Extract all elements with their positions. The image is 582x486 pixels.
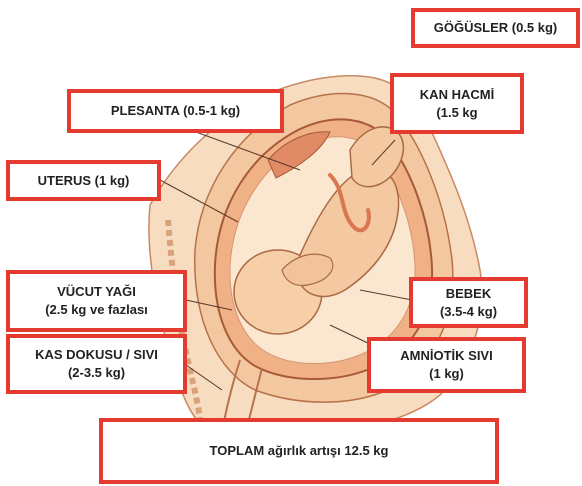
label-uterus-text: UTERUS (1 kg)	[38, 172, 130, 190]
label-amniotic-fluid: AMNİOTİK SIVI (1 kg)	[367, 337, 526, 393]
label-baby-title: BEBEK	[446, 285, 492, 303]
label-body-fat-title: VÜCUT YAĞI	[57, 283, 136, 301]
label-muscle-fluid: KAS DOKUSU / SIVI (2-3.5 kg)	[6, 334, 187, 394]
label-blood-volume: KAN HACMİ (1.5 kg	[390, 73, 524, 134]
label-blood-volume-weight: (1.5 kg	[436, 104, 477, 122]
label-placenta: PLESANTA (0.5-1 kg)	[67, 89, 284, 133]
label-uterus: UTERUS (1 kg)	[6, 160, 161, 201]
label-muscle-fluid-weight: (2-3.5 kg)	[68, 364, 125, 382]
label-breasts: GÖĞÜSLER (0.5 kg)	[411, 8, 580, 48]
label-body-fat-weight: (2.5 kg ve fazlası	[45, 301, 148, 319]
label-total: TOPLAM ağırlık artışı 12.5 kg	[99, 418, 499, 484]
label-breasts-text: GÖĞÜSLER (0.5 kg)	[434, 19, 558, 37]
label-amniotic-fluid-title: AMNİOTİK SIVI	[400, 347, 492, 365]
label-baby: BEBEK (3.5-4 kg)	[409, 277, 528, 328]
label-amniotic-fluid-weight: (1 kg)	[429, 365, 464, 383]
label-body-fat: VÜCUT YAĞI (2.5 kg ve fazlası	[6, 270, 187, 332]
label-total-text: TOPLAM ağırlık artışı 12.5 kg	[210, 442, 389, 460]
label-muscle-fluid-title: KAS DOKUSU / SIVI	[35, 346, 158, 364]
label-blood-volume-title: KAN HACMİ	[420, 86, 494, 104]
label-placenta-text: PLESANTA (0.5-1 kg)	[111, 102, 240, 120]
label-baby-weight: (3.5-4 kg)	[440, 303, 497, 321]
